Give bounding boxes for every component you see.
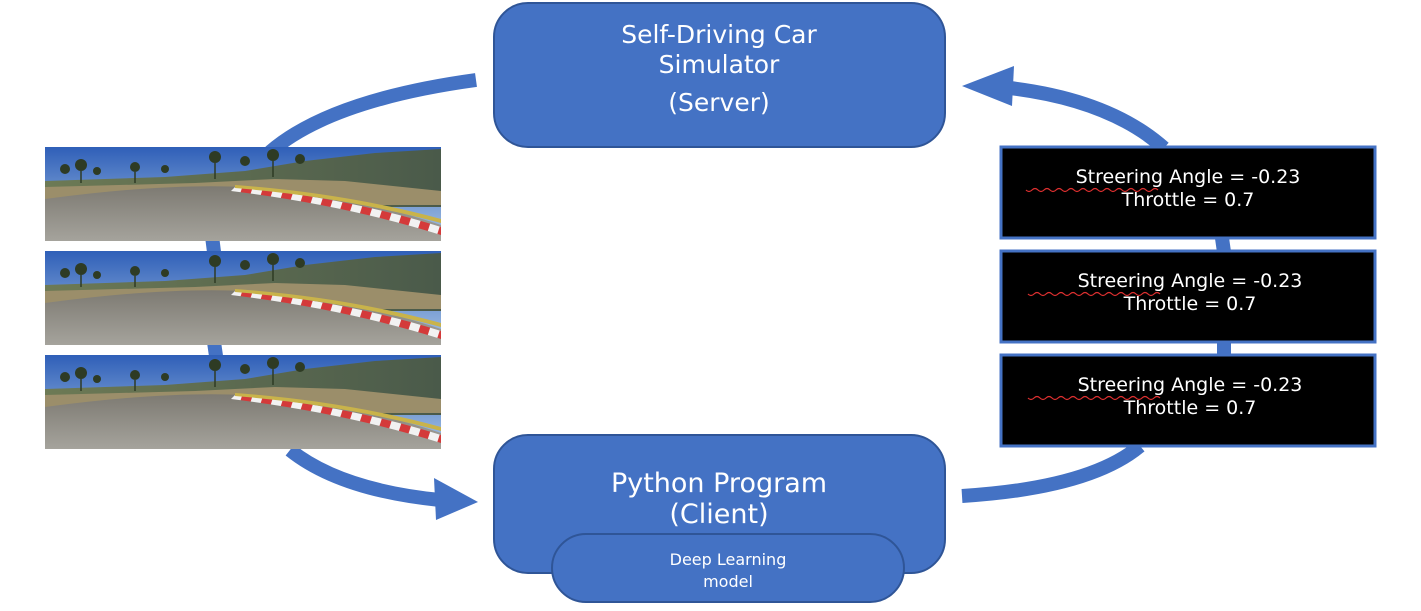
server-title-line3: (Server) (668, 88, 770, 117)
road-camera-image (44, 354, 442, 450)
model-label-line1: Deep Learning (670, 550, 787, 569)
server-title-line1: Self-Driving Car (621, 20, 817, 49)
arrowhead-to-server (962, 66, 1014, 106)
client-node: Python Program (Client) Deep Learning mo… (493, 434, 946, 603)
command-box: Streering Angle = -0.23 Throttle = 0.7 (999, 145, 1377, 240)
steering-angle-label: Streering Angle = -0.23 (1078, 374, 1303, 396)
arrowhead-to-client (434, 478, 478, 520)
command-box: Streering Angle = -0.23 Throttle = 0.7 (999, 249, 1377, 344)
throttle-label: Throttle = 0.7 (1123, 293, 1257, 315)
server-node: Self-Driving Car Simulator (Server) (493, 2, 946, 148)
arrow-commands-to-server (1009, 81, 1169, 154)
model-label-line2: model (703, 572, 753, 591)
control-commands: Streering Angle = -0.23 Throttle = 0.7 S… (999, 145, 1377, 448)
road-camera-image (44, 250, 442, 346)
throttle-label: Throttle = 0.7 (1123, 397, 1257, 419)
throttle-label: Throttle = 0.7 (1121, 189, 1255, 211)
arrow-images-to-client (285, 444, 441, 507)
arrow-client-to-commands (961, 440, 1145, 503)
camera-frames (44, 146, 442, 450)
client-title-line1: Python Program (611, 468, 827, 499)
arrow-server-to-images (265, 73, 477, 158)
steering-angle-label: Streering Angle = -0.23 (1076, 166, 1301, 188)
client-title-line2: (Client) (669, 499, 768, 530)
command-box: Streering Angle = -0.23 Throttle = 0.7 (999, 353, 1377, 448)
server-title-line2: Simulator (659, 50, 780, 79)
road-camera-image (44, 146, 442, 242)
steering-angle-label: Streering Angle = -0.23 (1078, 270, 1303, 292)
deep-learning-model-node: Deep Learning model (551, 533, 905, 603)
